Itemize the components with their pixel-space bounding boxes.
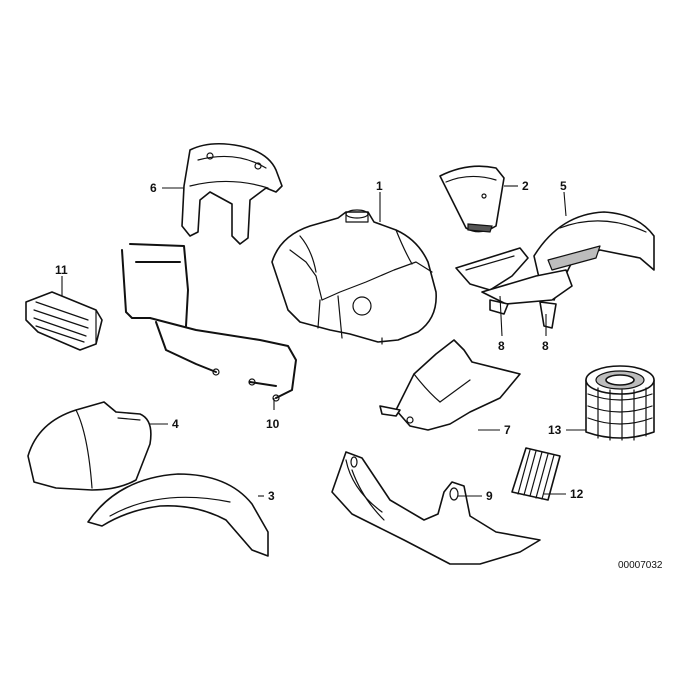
callout-8-right: 8 [542, 339, 549, 353]
reference-number: 00007032 [618, 560, 663, 571]
leader-lines [61, 185, 586, 497]
callout-3: 3 [268, 489, 275, 503]
part-12-strip-set [511, 447, 561, 501]
part-9-belly-pan [331, 451, 541, 565]
part-1-fuel-tank [271, 209, 437, 345]
callout-11: 11 [55, 263, 68, 277]
part-10-protection-bar [121, 243, 297, 402]
callout-6: 6 [150, 181, 157, 195]
callout-2: 2 [522, 179, 529, 193]
part-6-fairing-bracket [181, 142, 283, 245]
part-13-air-filter [585, 365, 655, 441]
callout-10: 10 [266, 417, 280, 431]
callouts: 1 2 3 4 5 6 7 8 8 9 10 11 12 13 [55, 179, 584, 503]
part-7-side-panel [379, 339, 521, 431]
callout-4: 4 [172, 417, 179, 431]
callout-13: 13 [548, 423, 562, 437]
callout-8-left: 8 [498, 339, 505, 353]
callout-9: 9 [486, 489, 493, 503]
part-3-front-mudguard [87, 473, 269, 557]
callout-7: 7 [504, 423, 511, 437]
part-11-grille [25, 291, 103, 351]
part-8-side-brackets [455, 247, 573, 329]
part-4-front-cowl [27, 401, 152, 491]
callout-5: 5 [560, 179, 567, 193]
callout-12: 12 [570, 487, 584, 501]
part-2-cover-cap [439, 165, 505, 233]
callout-1: 1 [376, 179, 383, 193]
